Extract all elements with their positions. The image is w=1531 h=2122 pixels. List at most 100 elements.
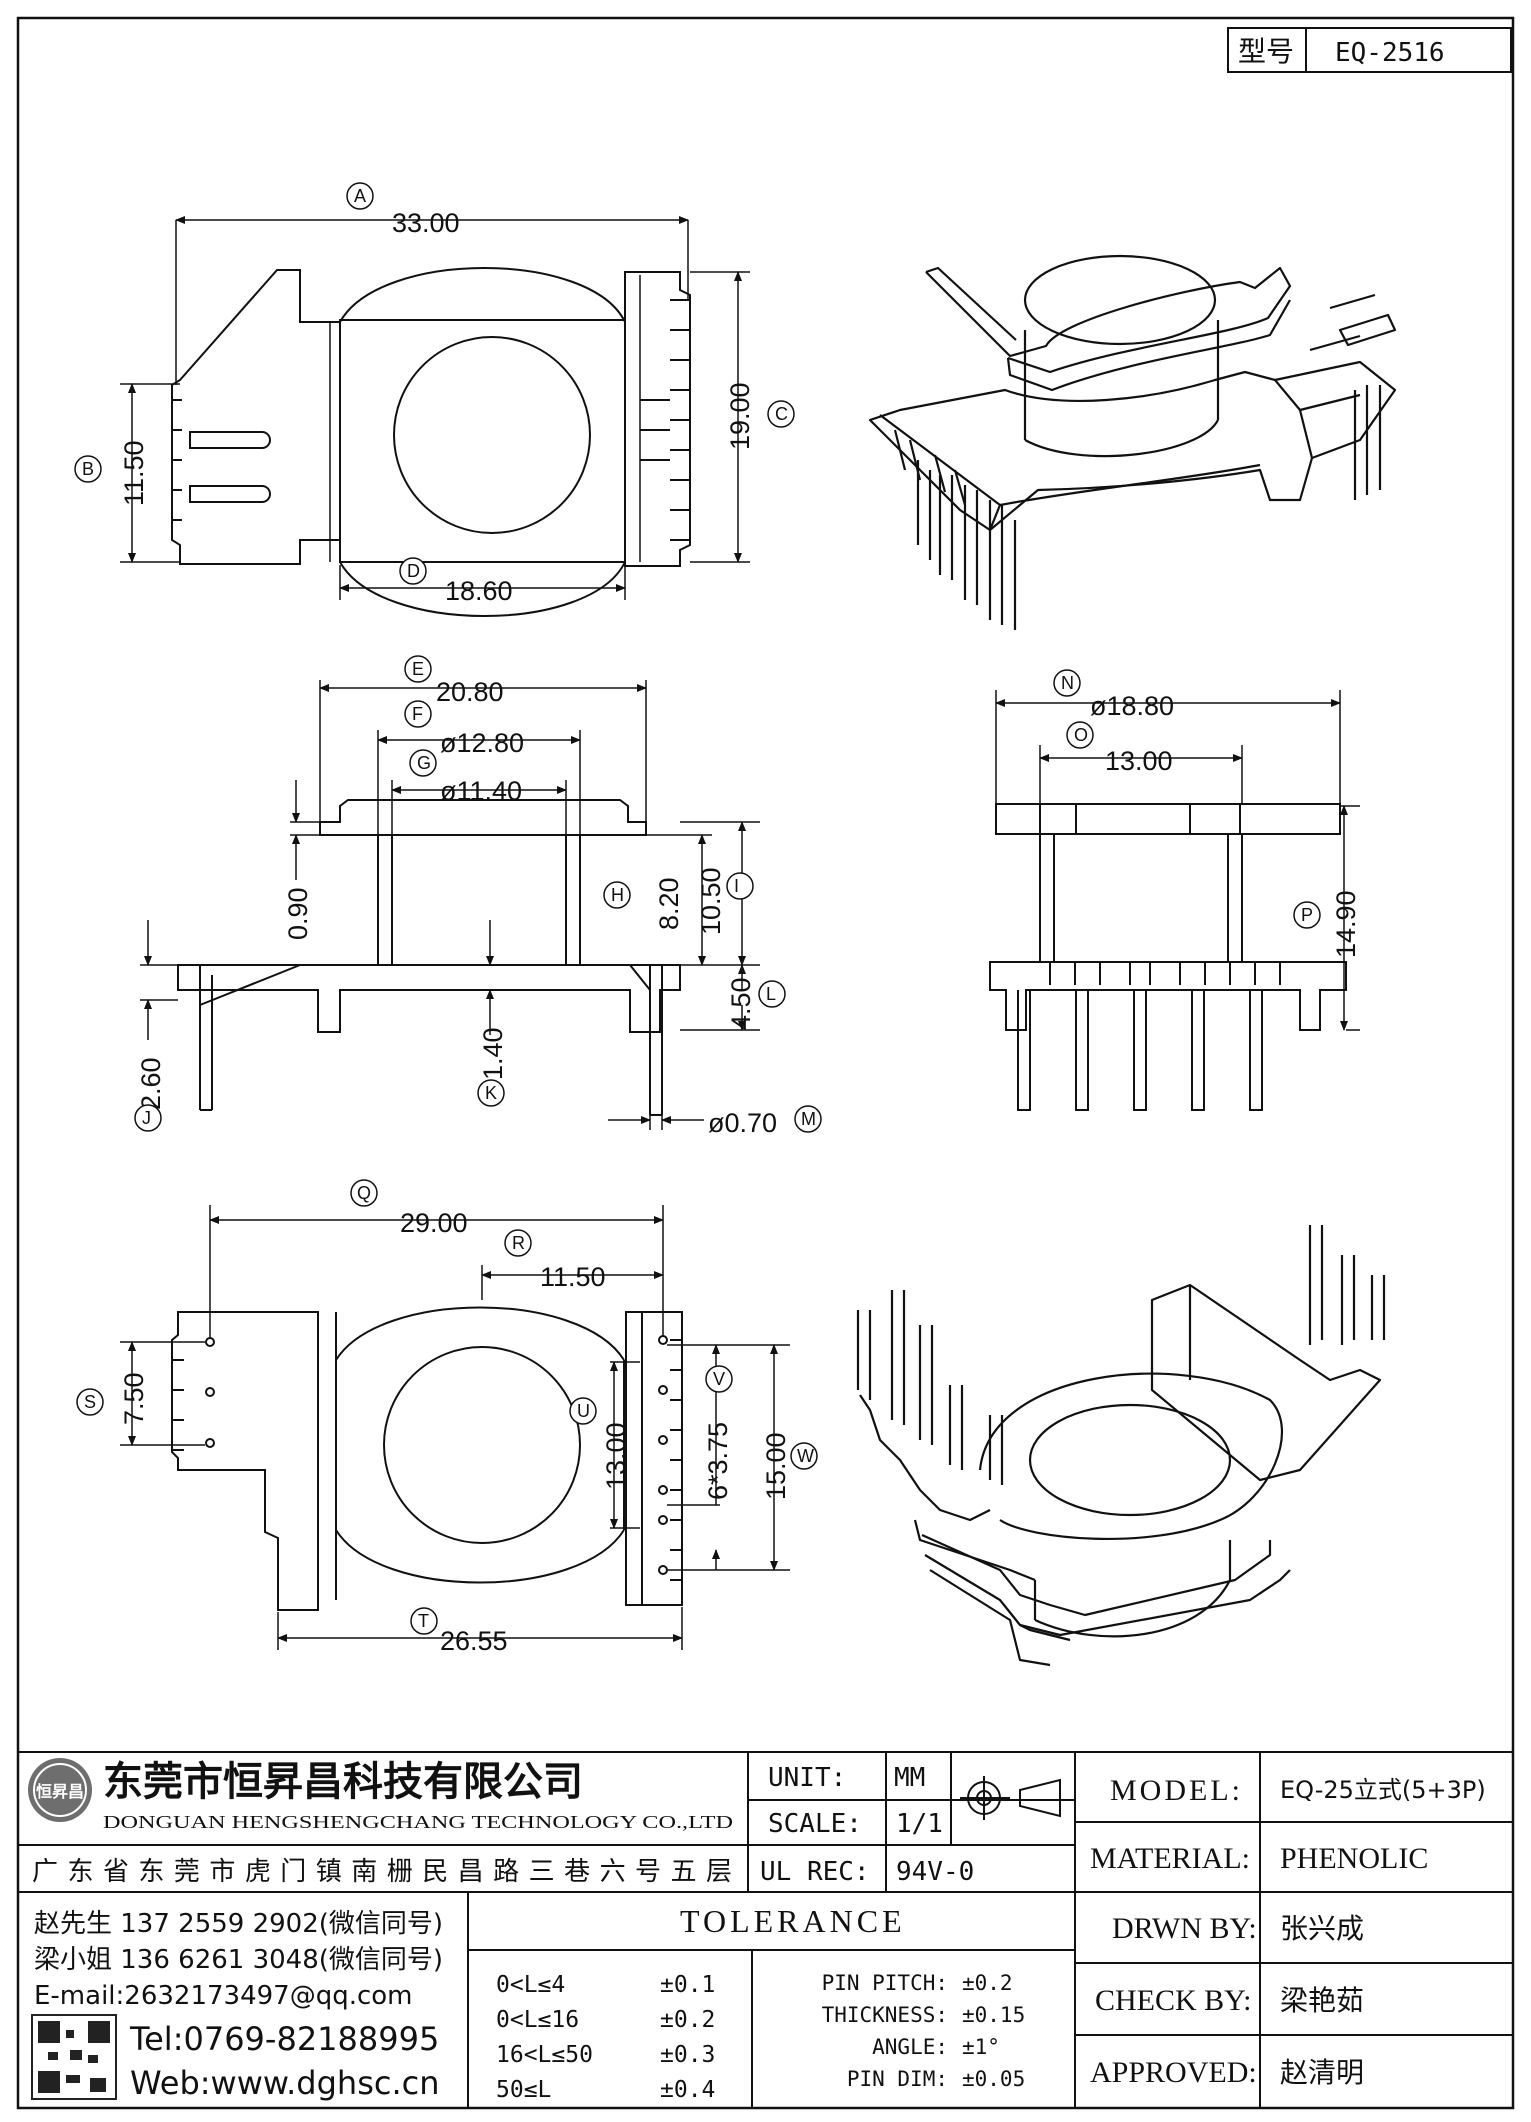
tol-extra-label-3: ANGLE: (872, 2035, 948, 2059)
bubble-N: N (1053, 669, 1081, 697)
title-block (18, 1751, 1513, 2108)
dim-I: 10.50 (696, 867, 726, 935)
bubble-P: P (1293, 901, 1321, 929)
contact-1: 赵先生 137 2559 2902(微信同号) (34, 1909, 443, 1939)
tb-model-value: EQ-25立式(5+3P) (1280, 1776, 1486, 1804)
bubble-A: A (346, 182, 374, 210)
bubble-O: O (1066, 721, 1094, 749)
contact-email: E-mail:2632173497@qq.com (34, 1981, 413, 2011)
tol-value-3: ±0.3 (660, 2042, 715, 2068)
dim-C: 19.00 (725, 382, 755, 450)
bubble-R: R (504, 1229, 532, 1257)
bubble-B: B (74, 455, 102, 483)
dim-O: 13.00 (1105, 746, 1173, 776)
tol-extra-value-4: ±0.05 (962, 2067, 1025, 2091)
dim-small: 0.90 (283, 887, 313, 940)
bubble-A-label: A (354, 186, 366, 206)
bubble-V: V (705, 1365, 733, 1393)
bubble-U: U (569, 1397, 597, 1425)
tol-extra-value-3: ±1° (962, 2035, 1000, 2059)
bubble-I-label: I (734, 876, 739, 896)
bubble-D: D (399, 557, 427, 585)
bubble-Q: Q (350, 1179, 378, 1207)
tol-extra-label-2: THICKNESS: (822, 2003, 948, 2027)
dim-E: 20.80 (436, 677, 504, 707)
bubble-M-label: M (801, 1109, 816, 1129)
tol-extra-label-1: PIN PITCH: (822, 1971, 948, 1995)
tol-range-4: 50≤L (496, 2077, 551, 2103)
bubble-J-label: J (142, 1108, 151, 1128)
bubble-S: S (76, 1388, 104, 1416)
tb-material-label: MATERIAL: (1090, 1842, 1250, 1875)
bubble-K: K (477, 1079, 505, 1107)
tb-drawn-value: 张兴成 (1280, 1912, 1364, 1945)
sheet-border (16, 16, 1515, 2110)
contact-web: Web:www.dghsc.cn (130, 2064, 440, 2102)
bubble-G-label: G (417, 753, 431, 773)
bubble-G: G (409, 749, 437, 777)
top-view (171, 267, 691, 617)
tol-range-2: 0<L≤16 (496, 2007, 579, 2033)
tol-extra-label-4: PIN DIM: (847, 2067, 948, 2091)
tb-check-label: CHECK BY: (1095, 1984, 1251, 2017)
tol-extra-value-1: ±0.2 (962, 1971, 1013, 1995)
bubble-U-label: U (577, 1401, 590, 1421)
unit-label: UNIT: (768, 1763, 846, 1793)
dim-U: 13.00 (601, 1422, 631, 1490)
bubble-J: J (134, 1104, 162, 1132)
bubble-F: F (404, 700, 432, 728)
bubble-K-label: K (485, 1083, 497, 1103)
bubble-F-label: F (412, 704, 423, 724)
company-logo: 恒昇昌 (28, 1758, 92, 1822)
bubble-E: E (404, 655, 432, 683)
ulrec-label: UL REC: (760, 1857, 870, 1887)
dim-D: 18.60 (445, 576, 513, 606)
dim-S: 7.50 (119, 1372, 149, 1425)
bubble-B-label: B (82, 459, 94, 479)
tol-value-2: ±0.2 (660, 2007, 715, 2033)
bubble-L: L (758, 980, 786, 1008)
bubble-R-label: R (512, 1233, 525, 1253)
company-name-cn: 东莞市恒昇昌科技有限公司 (103, 1759, 583, 1805)
dim-R: 11.50 (540, 1262, 606, 1292)
contact-tel: Tel:0769-82188995 (129, 2020, 439, 2058)
dim-B: 11.50 (119, 440, 149, 506)
bubble-V-label: V (713, 1369, 725, 1389)
header-model-label: 型号 (1238, 35, 1294, 68)
dim-M: ø0.70 (708, 1108, 777, 1138)
dim-L: 4.50 (726, 977, 756, 1030)
company-name-en: DONGUAN HENGSHENGCHANG TECHNOLOGY CO.,LT… (103, 1812, 733, 1832)
bubble-N-label: N (1061, 673, 1074, 693)
scale-value: 1/1 (896, 1809, 943, 1839)
unit-value: MM (894, 1763, 925, 1793)
bubble-L-label: L (766, 984, 776, 1004)
tol-range-3: 16<L≤50 (496, 2042, 593, 2068)
dim-W: 15.00 (761, 1432, 791, 1500)
dim-P: 14.90 (1331, 890, 1361, 958)
contact-2: 梁小姐 136 6261 3048(微信同号) (34, 1945, 443, 1975)
bubble-E-label: E (412, 659, 424, 679)
qr-code-icon (31, 2014, 117, 2100)
bottom-view (171, 1306, 683, 1611)
tolerance-title: TOLERANCE (680, 1903, 906, 1939)
side-view (177, 799, 681, 1116)
tol-value-1: ±0.1 (660, 1972, 715, 1998)
dim-G: ø11.40 (440, 776, 522, 806)
isometric-view-bottom (856, 1225, 1386, 1667)
ulrec-value: 94V-0 (896, 1857, 974, 1887)
isometric-view-top (868, 254, 1397, 630)
bubble-T-label: T (418, 1611, 429, 1631)
bubble-S-label: S (84, 1392, 96, 1412)
dim-A: 33.00 (392, 208, 460, 238)
bubble-W: W (790, 1442, 818, 1470)
dim-F: ø12.80 (440, 728, 524, 758)
bubble-H: H (603, 881, 631, 909)
bubble-H-label: H (611, 885, 624, 905)
dim-Q: 29.00 (400, 1208, 468, 1238)
bubble-C: C (767, 400, 795, 428)
tol-extra-value-2: ±0.15 (962, 2003, 1025, 2027)
tol-range-1: 0<L≤4 (496, 1972, 565, 1998)
bubble-T: T (410, 1607, 438, 1635)
header-model-value: EQ-2516 (1335, 38, 1445, 68)
